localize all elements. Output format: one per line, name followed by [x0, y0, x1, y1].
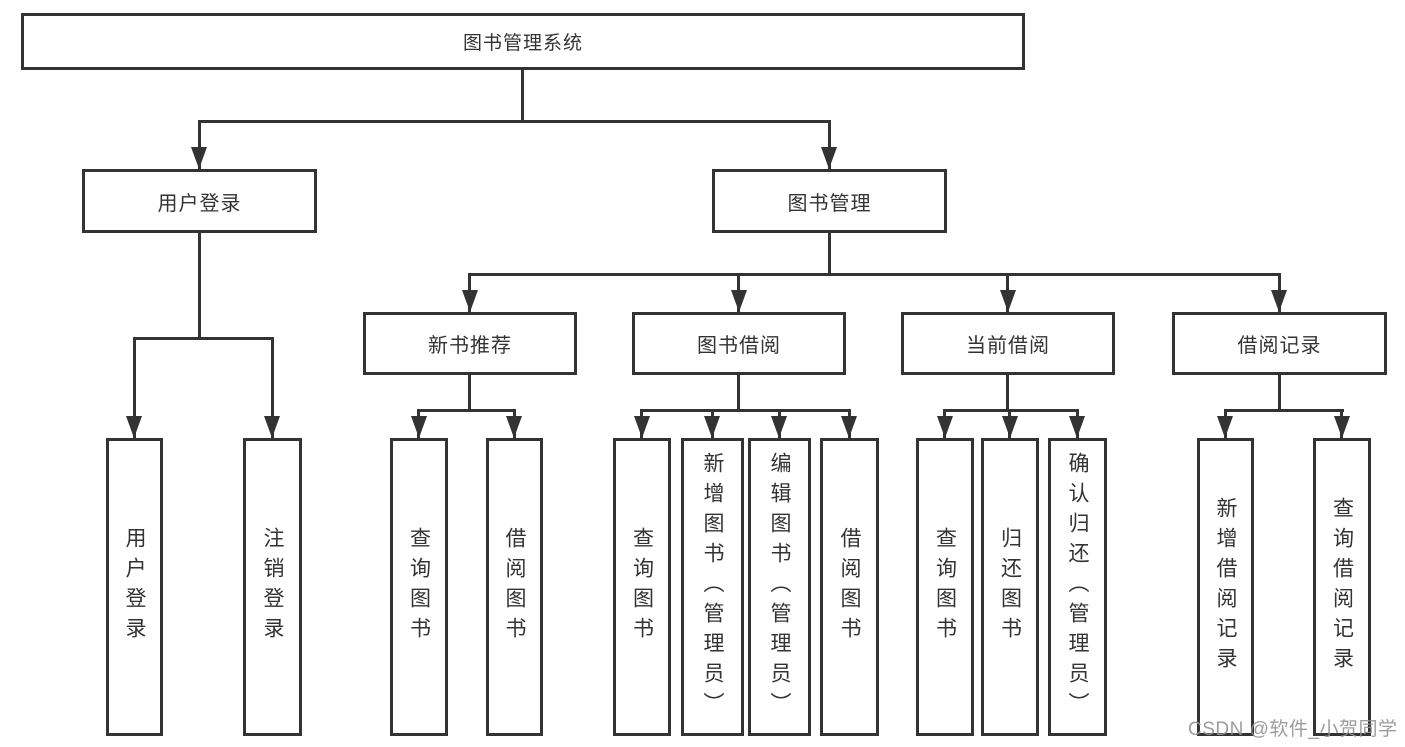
leaf-rec-query-books: 查询图书	[390, 438, 448, 736]
edge-br-horizontal	[1224, 409, 1344, 412]
node-borrow-record-label: 借阅记录	[1237, 335, 1322, 357]
leaf-br-add-record-label: 新增借阅记录	[1214, 497, 1237, 677]
edge-cb-horizontal	[943, 409, 1079, 412]
node-current-borrow: 当前借阅	[901, 312, 1115, 375]
node-new-book-recommend: 新书推荐	[363, 312, 577, 375]
arrowhead-current-borrow	[1000, 290, 1016, 312]
node-user-login-label: 用户登录	[157, 192, 242, 215]
edge-bb-stem	[737, 375, 740, 412]
leaf-bb-borrow-books-label: 借阅图书	[838, 527, 861, 647]
edge-bb-horizontal	[640, 409, 851, 412]
arrowhead-user-login	[191, 147, 207, 169]
arrowhead-bb-edit	[771, 416, 787, 438]
arrowhead-borrow-record	[1271, 290, 1287, 312]
leaf-rec-borrow-books: 借阅图书	[486, 438, 543, 736]
arrowhead-br-add	[1217, 416, 1233, 438]
node-root: 图书管理系统	[21, 13, 1025, 70]
node-book-management: 图书管理	[712, 169, 947, 233]
leaf-logout-label: 注销登录	[261, 527, 284, 647]
arrowhead-book-borrow	[731, 290, 747, 312]
edge-rec-stem	[468, 375, 471, 412]
node-user-login: 用户登录	[82, 169, 317, 233]
node-book-management-label: 图书管理	[787, 192, 872, 215]
leaf-cb-return-books: 归还图书	[981, 438, 1039, 736]
arrowhead-cb-return	[1002, 416, 1018, 438]
leaf-user-login-label: 用户登录	[123, 527, 146, 647]
leaf-bb-add-books-admin: 新增图书（管理员）	[681, 438, 744, 736]
arrowhead-leaf-user-login	[126, 416, 142, 438]
arrowhead-cb-query	[937, 416, 953, 438]
node-root-label: 图书管理系统	[462, 33, 583, 54]
leaf-br-query-record-label: 查询借阅记录	[1330, 497, 1354, 677]
node-current-borrow-label: 当前借阅	[966, 335, 1050, 357]
leaf-bb-borrow-books: 借阅图书	[820, 438, 879, 736]
leaf-user-login: 用户登录	[106, 438, 163, 736]
leaf-bb-query-books: 查询图书	[613, 438, 671, 736]
leaf-cb-confirm-return-admin: 确认归还（管理员）	[1048, 438, 1107, 736]
edge-to-leaf-logout	[271, 337, 274, 438]
leaf-logout: 注销登录	[243, 438, 302, 736]
edge-cb-stem	[1006, 375, 1009, 412]
arrowhead-bb-borrow	[841, 416, 857, 438]
arrowhead-cb-confirm	[1069, 416, 1085, 438]
leaf-bb-edit-books-admin: 编辑图书（管理员）	[748, 438, 811, 736]
edge-user-login-horizontal	[133, 337, 274, 340]
leaf-cb-query-books: 查询图书	[916, 438, 974, 736]
arrowhead-rec-query	[411, 416, 427, 438]
leaf-bb-add-books-admin-label: 新增图书（管理员）	[701, 452, 724, 722]
leaf-cb-return-books-label: 归还图书	[998, 527, 1022, 647]
leaf-br-add-record: 新增借阅记录	[1197, 438, 1254, 736]
arrowhead-new-book-recommend	[462, 290, 478, 312]
arrowhead-book-management	[821, 147, 837, 169]
edge-to-leaf-user-login	[133, 337, 136, 438]
edge-book-management-stem	[828, 233, 831, 276]
edge-root-stem	[521, 70, 524, 123]
csdn-watermark: CSDN @软件_小贺同学	[1188, 719, 1398, 740]
leaf-cb-confirm-return-admin-label: 确认归还（管理员）	[1066, 452, 1089, 722]
leaf-rec-borrow-books-label: 借阅图书	[503, 527, 526, 647]
leaf-bb-edit-books-admin-label: 编辑图书（管理员）	[768, 452, 791, 722]
edge-to-book-management	[828, 120, 831, 169]
arrowhead-br-query	[1334, 416, 1350, 438]
node-book-borrow: 图书借阅	[632, 312, 846, 375]
edge-level3-horizontal	[468, 273, 1281, 276]
leaf-bb-query-books-label: 查询图书	[630, 527, 654, 647]
node-borrow-record: 借阅记录	[1172, 312, 1387, 375]
arrowhead-bb-add	[704, 416, 720, 438]
leaf-cb-query-books-label: 查询图书	[933, 527, 957, 647]
arrowhead-bb-query	[634, 416, 650, 438]
leaf-rec-query-books-label: 查询图书	[407, 527, 431, 647]
edge-br-stem	[1278, 375, 1281, 412]
edge-rec-horizontal	[417, 409, 516, 412]
node-new-book-recommend-label: 新书推荐	[428, 335, 512, 357]
node-book-borrow-label: 图书借阅	[697, 335, 781, 357]
arrowhead-leaf-logout	[264, 416, 280, 438]
arrowhead-rec-borrow	[506, 416, 522, 438]
edge-to-user-login	[198, 120, 201, 169]
edge-user-login-stem	[198, 233, 201, 340]
leaf-br-query-record: 查询借阅记录	[1313, 438, 1371, 736]
edge-root-horizontal	[198, 120, 831, 123]
